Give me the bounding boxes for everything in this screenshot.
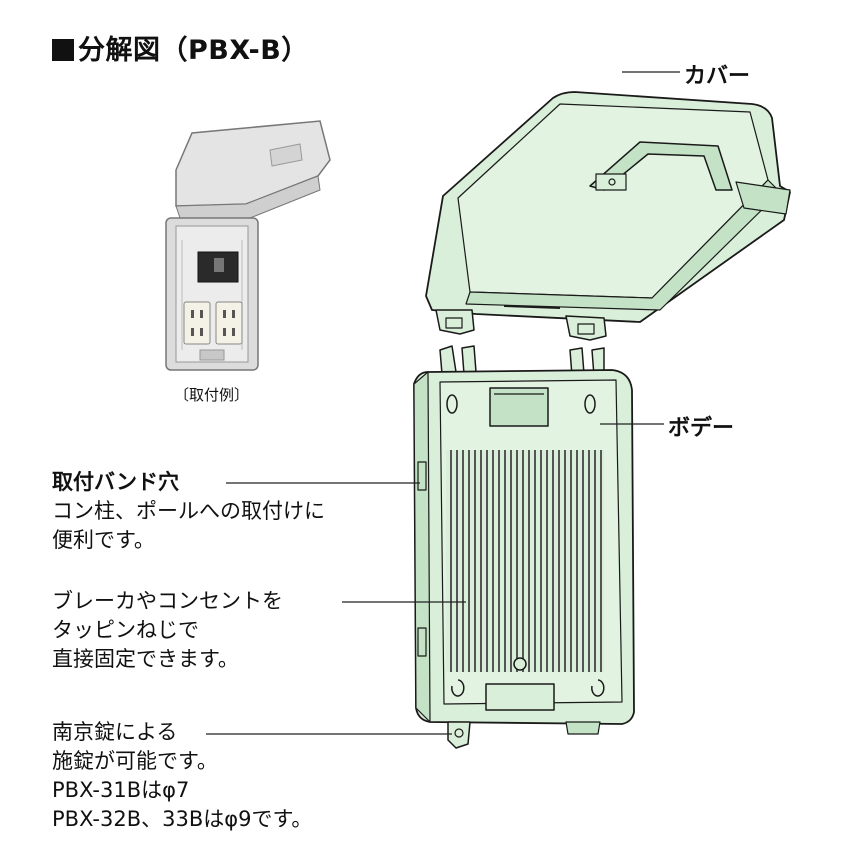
tapping-line-1: ブレーカやコンセントを [52,589,283,613]
band-hole-line-1: コン柱、ポールへの取付けに [52,499,325,523]
lock-note: 南京錠による 施錠が可能です。 PBX-31Bはφ7 PBX-32B、33Bはφ… [52,718,312,834]
diagram-title: 分解図（PBX-B） [52,28,309,67]
lock-line-1: 南京錠による [52,720,178,744]
tapping-line-2: タッピンねじで [52,618,199,642]
band-hole-line-2: 便利です。 [52,528,155,552]
title-text: 分解図（PBX-B） [78,35,309,66]
band-hole-heading: 取付バンド穴 [52,470,180,494]
lock-line-2: 施錠が可能です。 [52,749,218,773]
title-square-marker [52,39,74,61]
body-label: ボデー [668,416,735,441]
band-hole-note: 取付バンド穴 コン柱、ポールへの取付けに 便利です。 [52,468,325,555]
tapping-line-3: 直接固定できます。 [52,647,239,671]
installation-example-caption: 〔取付例〕 [174,386,250,404]
tapping-note: ブレーカやコンセントを タッピンねじで 直接固定できます。 [52,587,283,674]
installation-example-photo [165,120,331,371]
lock-line-3: PBX-31Bはφ7 [52,778,190,802]
leader-lines [206,71,680,735]
exploded-cover [425,91,791,341]
exploded-body [413,345,635,749]
lock-line-4: PBX-32B、33Bはφ9です。 [52,807,313,831]
cover-label: カバー [684,64,751,89]
